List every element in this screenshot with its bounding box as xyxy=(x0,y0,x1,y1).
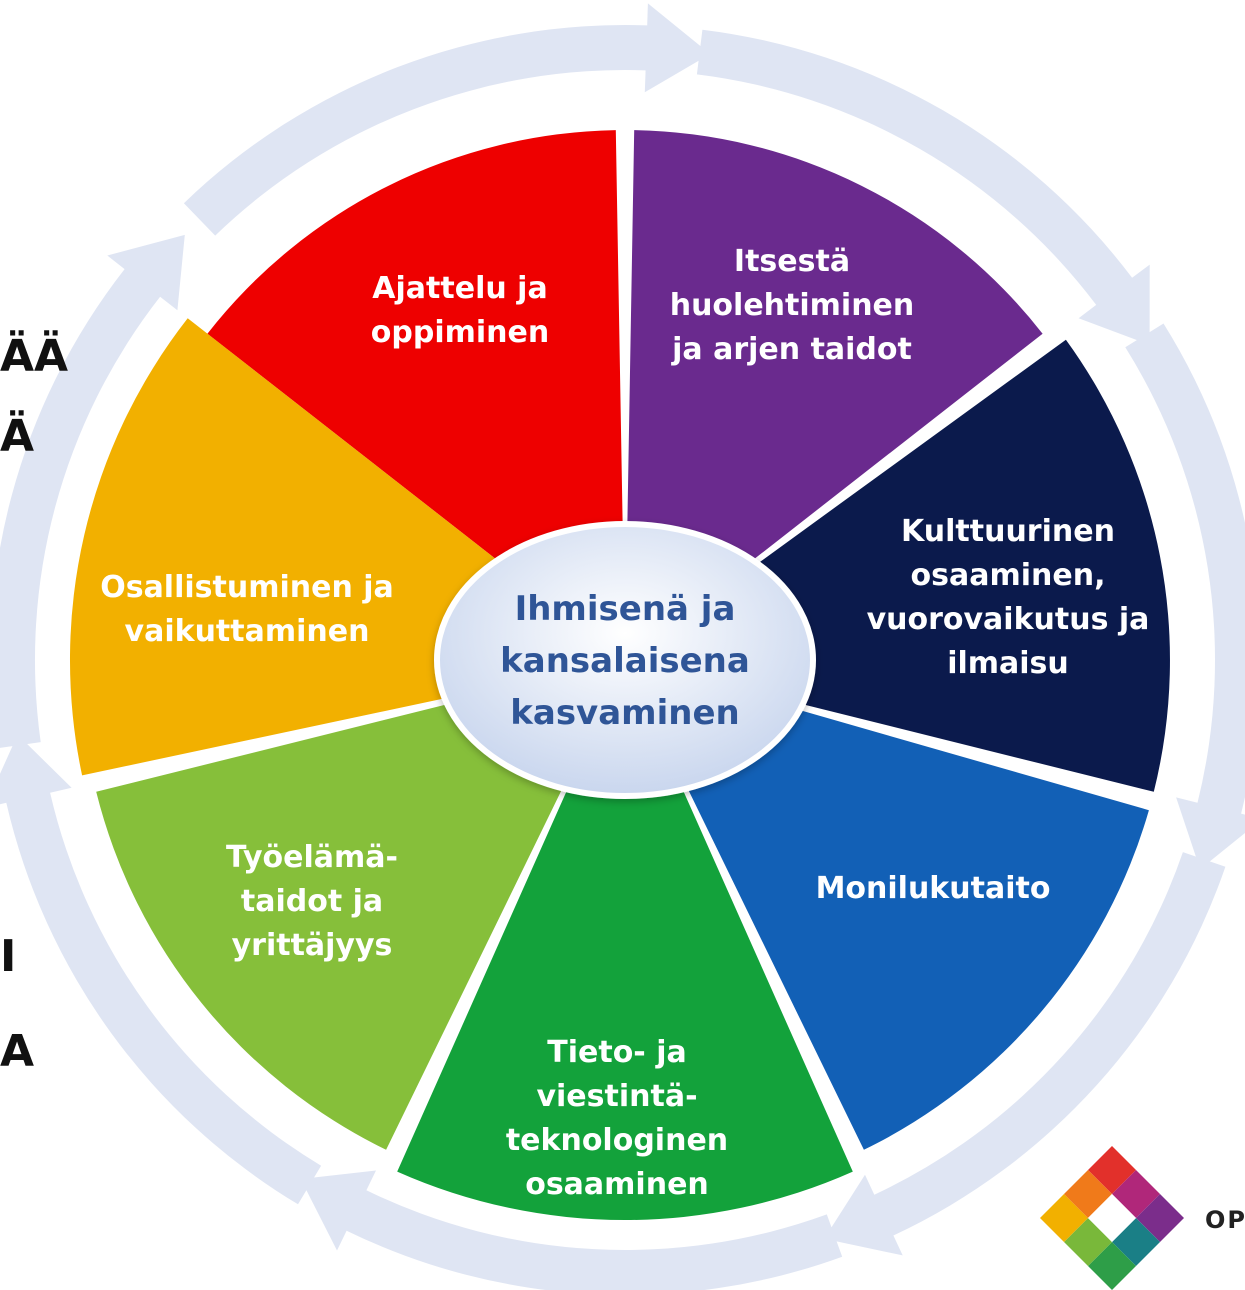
center-ellipse xyxy=(434,521,816,799)
segment-shape-kulttuurinen xyxy=(718,339,1170,792)
segment-label-line: vuorovaikutus ja xyxy=(867,602,1150,637)
logo-center-hole xyxy=(1088,1194,1136,1242)
ring-arrow xyxy=(1125,323,1245,870)
segment-label-line: osaaminen xyxy=(525,1167,709,1202)
segment-kulttuurinen: Kulttuurinen osaaminen, vuorovaikutus ja il… xyxy=(718,339,1170,792)
segment-shape-itsesta xyxy=(627,130,1043,590)
segment-shape-tyoelama xyxy=(96,687,575,1150)
segment-label-line: Tieto- ja xyxy=(547,1035,686,1070)
segment-label-line: huolehtiminen xyxy=(670,288,915,323)
segment-label-osallistuminen: Osallistuminen ja vaikuttaminen xyxy=(100,570,394,649)
logo-text: OP xyxy=(1205,1206,1245,1234)
segment-shape-ajattelu xyxy=(207,130,623,590)
segment-label-line: taidot ja xyxy=(241,884,383,919)
ring-arrow xyxy=(824,852,1226,1256)
segment-label-tyoelama: Työelämä-taidot ja yrittäjyys xyxy=(226,840,398,963)
ring-arrow xyxy=(696,29,1150,345)
cropped-text-aa: ÄÄ xyxy=(0,331,69,382)
segment-label-itsesta: Itsestä huolehtiminen ja arjen taidot xyxy=(670,244,915,367)
segment-label-monilukutaito: Monilukutaito xyxy=(816,871,1051,906)
segment-tyoelama: Työelämä-taidot ja yrittäjyys xyxy=(96,687,575,1150)
ring-arrow xyxy=(183,3,711,236)
oph-logo xyxy=(1040,1146,1184,1290)
segment-label-line: Ajattelu ja xyxy=(372,271,547,306)
center-label-line: kansalaisena xyxy=(500,641,750,681)
segment-shape-osallistuminen xyxy=(69,318,535,776)
segment-label-ajattelu: Ajattelu ja oppiminen xyxy=(371,271,549,350)
segments: Ajattelu ja oppiminen Itsestä huolehtiminen… xyxy=(69,130,1170,1221)
segment-monilukutaito: Monilukutaito xyxy=(675,691,1149,1150)
segment-tieto: Tieto- ja viestintä-teknologinen osaaminen xyxy=(397,765,853,1221)
segment-label-line: oppiminen xyxy=(371,315,549,350)
segment-label-line: teknologinen xyxy=(506,1123,728,1158)
segment-label-line: Työelämä- xyxy=(226,840,398,875)
segment-osallistuminen: Osallistuminen ja vaikuttaminen xyxy=(69,318,535,776)
outer-arrow-ring xyxy=(0,3,1245,1290)
ring-arrow xyxy=(0,734,322,1205)
segment-label-line: Monilukutaito xyxy=(816,871,1051,906)
segment-label-line: Itsestä xyxy=(734,244,850,279)
ring-arrow xyxy=(300,1170,843,1290)
center-hub: Ihmisenä ja kansalaisena kasvaminen xyxy=(434,521,816,799)
segment-itsesta: Itsestä huolehtiminen ja arjen taidot xyxy=(627,130,1043,590)
center-label-line: Ihmisenä ja xyxy=(515,589,736,629)
cropped-text-a: A xyxy=(0,1026,35,1077)
segment-label-line: osaaminen, xyxy=(911,558,1106,593)
segment-ajattelu: Ajattelu ja oppiminen xyxy=(207,130,623,590)
segment-shape-tieto xyxy=(397,765,853,1221)
segment-shape-monilukutaito xyxy=(675,691,1149,1150)
segment-label-line: Osallistuminen ja xyxy=(100,570,394,605)
segment-label-line: Kulttuurinen xyxy=(901,514,1115,549)
center-label-line: kasvaminen xyxy=(510,693,739,733)
segment-label-line: vaikuttaminen xyxy=(125,614,370,649)
ring-arrow xyxy=(0,234,185,748)
segment-label-line: viestintä- xyxy=(536,1079,697,1114)
segment-label-line: ilmaisu xyxy=(947,646,1069,681)
segment-label-tieto: Tieto- ja viestintä-teknologinen osaaminen xyxy=(506,1035,728,1202)
cropped-text-a-umlaut: Ä xyxy=(0,411,35,462)
cropped-text-i: I xyxy=(0,931,17,982)
segment-label-line: ja arjen taidot xyxy=(671,332,912,367)
segment-label-line: yrittäjyys xyxy=(232,928,393,963)
segment-label-kulttuurinen: Kulttuurinen osaaminen, vuorovaikutus ja il… xyxy=(867,514,1150,681)
center-label: Ihmisenä ja kansalaisena kasvaminen xyxy=(500,589,750,733)
